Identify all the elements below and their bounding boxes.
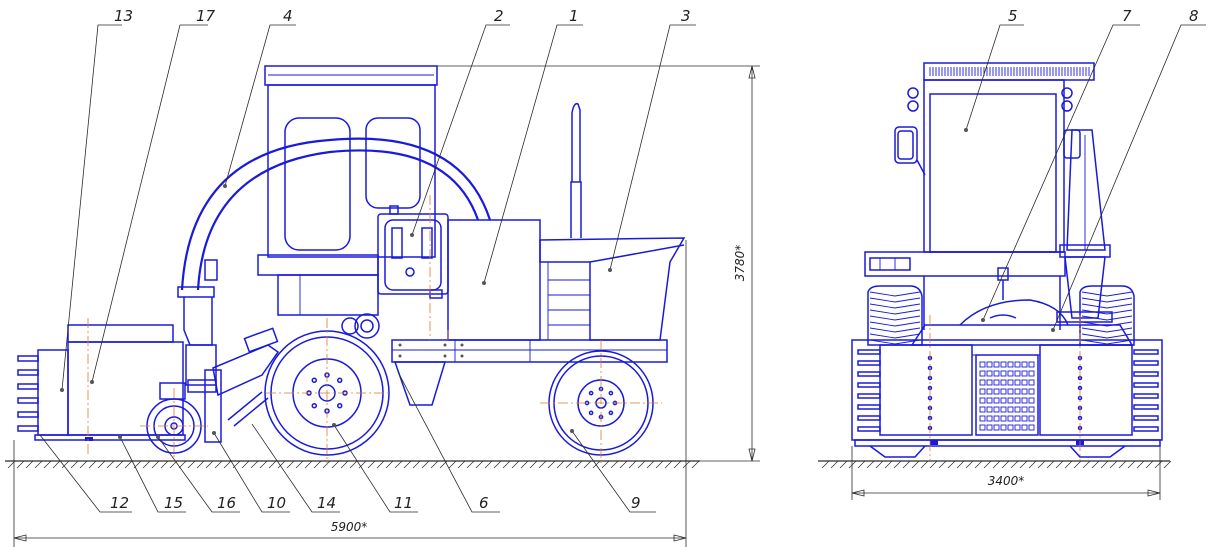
callout-4: 4 bbox=[283, 7, 293, 25]
callout-15: 15 bbox=[164, 494, 183, 512]
cabin-roof bbox=[264, 65, 438, 86]
discharge-pipe-inner bbox=[196, 149, 480, 291]
callout-3: 3 bbox=[681, 7, 691, 25]
header-top-cover bbox=[67, 324, 174, 343]
width-dimension-label: 3400* bbox=[988, 474, 1025, 488]
callout-12: 12 bbox=[110, 494, 129, 512]
callout-8: 8 bbox=[1189, 7, 1199, 25]
front-view bbox=[818, 62, 1172, 469]
left-mirror bbox=[894, 126, 918, 164]
height-dimension-label: 3780* bbox=[733, 245, 747, 282]
dimension-length: 5900* bbox=[13, 240, 687, 547]
drive-arc bbox=[959, 299, 1069, 326]
attachment-frame bbox=[204, 369, 222, 443]
callout-2: 2 bbox=[494, 7, 504, 25]
transmission-housing bbox=[393, 361, 447, 406]
dimension-width: 3400* bbox=[851, 446, 1161, 500]
callout-5: 5 bbox=[1008, 7, 1018, 25]
discharge-pipe-outer bbox=[180, 137, 492, 291]
lift-linkage bbox=[212, 344, 280, 397]
callout-1: 1 bbox=[569, 7, 579, 25]
side-view bbox=[5, 65, 700, 469]
center-rollers bbox=[975, 354, 1039, 436]
exhaust-lower bbox=[570, 181, 582, 238]
callout-9: 9 bbox=[631, 494, 641, 512]
front-windshield bbox=[929, 93, 1057, 253]
length-dimension-label: 5900* bbox=[331, 520, 368, 534]
front-skid bbox=[854, 439, 1161, 447]
front-cabin-roof bbox=[923, 62, 1095, 81]
callout-10: 10 bbox=[267, 494, 286, 512]
vertical-chute bbox=[183, 297, 213, 346]
callout-17: 17 bbox=[196, 7, 216, 25]
cabin-platform bbox=[257, 254, 379, 276]
callout-6: 6 bbox=[479, 494, 489, 512]
feeder-unit bbox=[37, 349, 69, 436]
main-frame bbox=[391, 339, 668, 363]
front-left-tire bbox=[867, 285, 923, 346]
unit-1-housing bbox=[447, 219, 541, 341]
dimension-height: 3780* bbox=[437, 65, 760, 462]
ground-hatch-front bbox=[821, 460, 1172, 469]
callout-11: 11 bbox=[394, 494, 413, 512]
front-discharge-tower bbox=[1066, 129, 1106, 251]
ground-hatch-side bbox=[7, 460, 700, 469]
callouts: 13 17 4 2 1 3 5 7 8 12 15 16 bbox=[39, 7, 1206, 513]
callout-14: 14 bbox=[317, 494, 336, 512]
unit-2-housing bbox=[377, 213, 449, 295]
front-frame-beam bbox=[864, 251, 1066, 277]
callout-13: 13 bbox=[114, 7, 133, 25]
callout-7: 7 bbox=[1122, 7, 1132, 25]
front-right-tire bbox=[1079, 285, 1135, 346]
exhaust-pipe bbox=[571, 102, 581, 182]
cabin bbox=[267, 84, 436, 258]
front-housing bbox=[910, 324, 1134, 346]
front-cabin bbox=[923, 79, 1065, 253]
cabin-side-window bbox=[365, 117, 421, 209]
callout-16: 16 bbox=[217, 494, 236, 512]
pipe-flange bbox=[177, 286, 215, 298]
cabin-door-window bbox=[284, 117, 351, 251]
header-skid bbox=[34, 434, 186, 441]
